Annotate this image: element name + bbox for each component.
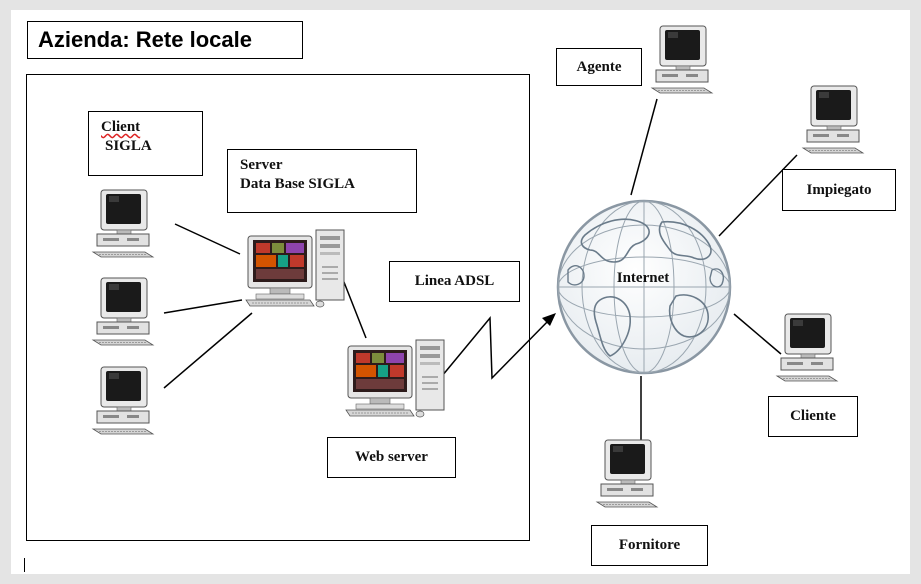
- web-server-computer-icon: [345, 339, 445, 418]
- client-sigla-label: SIGLA: [105, 138, 152, 154]
- impiegato-computer-icon: [802, 85, 864, 154]
- link-server-webserver: [341, 276, 367, 339]
- page-title: Azienda: Rete locale: [27, 21, 303, 59]
- lan-boundary: [26, 74, 530, 541]
- adsl-label: Linea ADSL: [389, 261, 520, 302]
- text-cursor: [24, 558, 25, 572]
- server-label: Server: [240, 157, 283, 173]
- cliente-label: Cliente: [768, 396, 858, 437]
- link-client1-server: [174, 223, 241, 255]
- link-internet-cliente: [733, 313, 782, 355]
- arrow-head-icon: [542, 313, 556, 326]
- impiegato-label: Impiegato: [782, 169, 896, 211]
- client-label-box: Client SIGLA: [88, 111, 203, 176]
- internet-label: Internet: [616, 270, 670, 286]
- server-computer-icon: [245, 229, 345, 308]
- link-client3-server: [163, 312, 253, 389]
- client-computer-icon: [92, 277, 154, 346]
- agente-label: Agente: [556, 48, 642, 86]
- client-computer-icon: [92, 189, 154, 258]
- adsl-link: [441, 315, 553, 380]
- link-internet-impiegato: [718, 154, 798, 237]
- server-label-box: Server Data Base SIGLA: [227, 149, 417, 213]
- link-client2-server: [163, 299, 243, 314]
- link-internet-agente: [630, 98, 658, 196]
- globe-icon: [556, 199, 732, 375]
- web-server-label: Web server: [327, 437, 456, 478]
- cliente-computer-icon: [776, 313, 838, 382]
- client-label: Client: [101, 119, 141, 135]
- client-computer-icon: [92, 366, 154, 435]
- fornitore-label: Fornitore: [591, 525, 708, 566]
- agente-computer-icon: [651, 25, 713, 94]
- server-database-label: Data Base SIGLA: [240, 176, 356, 192]
- fornitore-computer-icon: [596, 439, 658, 508]
